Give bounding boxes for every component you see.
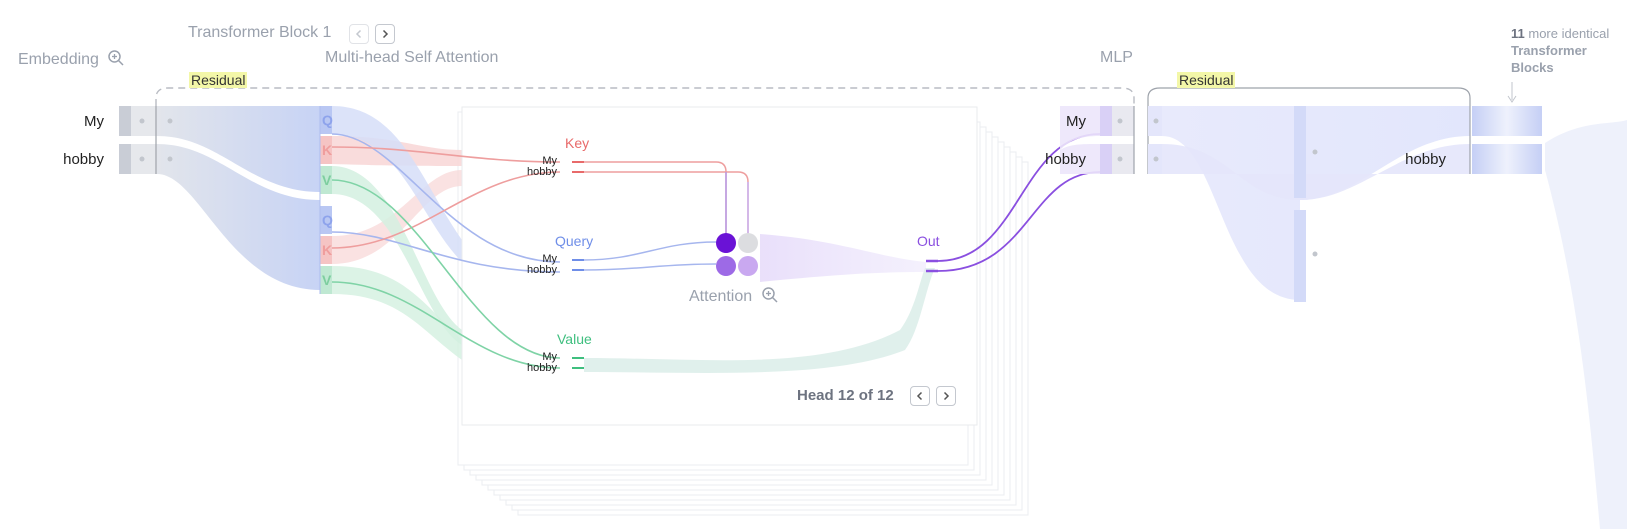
value-label: Value xyxy=(557,331,592,347)
next-block-flow xyxy=(1545,120,1627,529)
input-token-my: My xyxy=(84,113,104,130)
qkv-label-v-1: V xyxy=(322,172,332,188)
transformer-block-title: Transformer Block 1 xyxy=(188,24,332,41)
attention-to-out-wedge xyxy=(760,234,926,282)
mlp-flow-my xyxy=(1162,106,1470,300)
prev-head-button[interactable] xyxy=(910,386,930,406)
zoom-in-icon[interactable] xyxy=(761,286,779,304)
more-blocks-note: 11 more identical Transformer Blocks xyxy=(1511,25,1609,76)
query-label: Query xyxy=(555,233,594,249)
value-ribbon-hobby xyxy=(332,266,462,360)
block-output-hobby xyxy=(1472,144,1542,174)
input-token-hobby: hobby xyxy=(63,151,104,168)
value-to-out-ribbon xyxy=(584,268,935,373)
mlp-title: MLP xyxy=(1100,49,1133,66)
embedding-flow-hobby xyxy=(157,144,320,290)
chevron-left-icon xyxy=(355,29,362,39)
zoom-in-icon[interactable] xyxy=(107,49,125,67)
qkv-label-q-2: Q xyxy=(322,212,333,228)
prev-block-button[interactable] xyxy=(349,24,369,44)
next-head-button[interactable] xyxy=(936,386,956,406)
value-token-my: My xyxy=(542,351,557,363)
residual-token-hobby: hobby xyxy=(1045,151,1086,168)
next-block-button[interactable] xyxy=(375,24,395,44)
residual-bracket-right xyxy=(1147,87,1471,106)
attention-cell-1-2 xyxy=(738,233,758,253)
qkv-label-k-1: K xyxy=(322,142,333,158)
qkv-label-q-1: Q xyxy=(322,112,333,128)
embedding-bar-my xyxy=(119,106,131,136)
query-ribbon-my xyxy=(332,106,462,262)
mlp-output-token-hobby: hobby xyxy=(1405,151,1446,168)
value-token-hobby: hobby xyxy=(527,362,557,374)
query-token-hobby: hobby xyxy=(527,264,557,276)
more-blocks-text-2: Transformer xyxy=(1511,43,1587,58)
value-ribbon-my xyxy=(332,166,462,345)
embedding-flow-my xyxy=(157,106,320,192)
chevron-right-icon xyxy=(382,29,389,39)
mlp-flow-hobby xyxy=(1162,144,1470,200)
query-token-my: My xyxy=(542,253,557,265)
chevron-right-icon xyxy=(943,391,950,401)
qkv-label-k-2: K xyxy=(322,242,333,258)
mlp-hidden-bar xyxy=(1294,106,1306,198)
more-blocks-text-3: Blocks xyxy=(1511,60,1554,75)
attention-label[interactable]: Attention xyxy=(689,286,779,306)
key-token-my: My xyxy=(542,155,557,167)
block-output-my xyxy=(1472,106,1542,136)
more-blocks-count: 11 xyxy=(1511,26,1525,41)
embedding-bar-hobby xyxy=(119,144,131,174)
embedding-title[interactable]: Embedding xyxy=(18,49,125,69)
head-counter: Head 12 of 12 xyxy=(797,387,894,404)
residual-token-my: My xyxy=(1066,113,1086,130)
attention-label-text: Attention xyxy=(689,288,753,305)
residual-label-1: Residual xyxy=(189,72,248,88)
key-label: Key xyxy=(565,135,590,151)
out-label: Out xyxy=(917,233,940,249)
key-token-hobby: hobby xyxy=(527,166,557,178)
attention-title: Multi-head Self Attention xyxy=(325,49,499,66)
residual-arc-1 xyxy=(155,87,1135,106)
residual-label-2: Residual xyxy=(1177,72,1236,88)
chevron-left-icon xyxy=(916,391,923,401)
qkv-label-v-2: V xyxy=(322,272,332,288)
embedding-title-text: Embedding xyxy=(18,51,99,68)
attention-cell-2-2 xyxy=(738,256,758,276)
attention-cell-2-1 xyxy=(716,256,736,276)
attention-cell-1-1 xyxy=(716,233,736,253)
more-blocks-text-1: more identical xyxy=(1528,26,1610,41)
